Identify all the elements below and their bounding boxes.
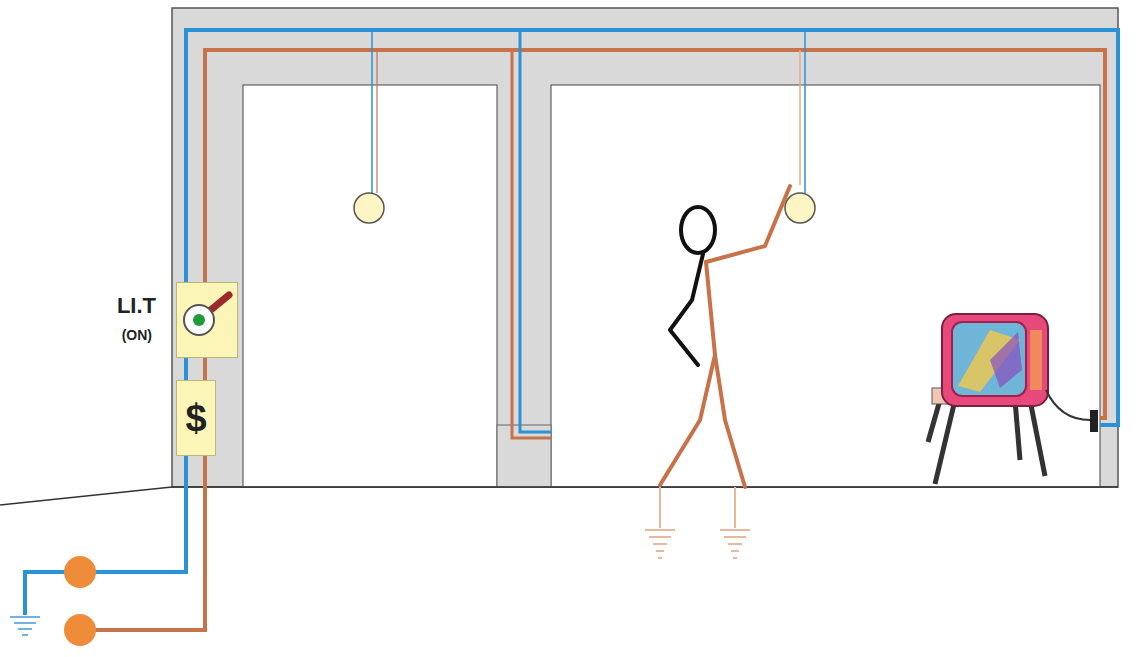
ground-line — [0, 487, 172, 505]
floor-line — [172, 486, 1118, 488]
left-room — [243, 85, 497, 487]
neutral-wire — [25, 30, 1118, 615]
branch-phase — [512, 50, 551, 438]
lamp — [354, 193, 384, 223]
right-room — [551, 85, 1100, 487]
breaker-box: LI.T(ON) — [176, 282, 238, 358]
house-wall — [172, 8, 1118, 487]
partition-base — [497, 425, 551, 487]
meter-symbol: $ — [185, 399, 206, 437]
terminal — [64, 556, 96, 588]
meter-box: $ — [176, 380, 216, 456]
lamp — [785, 193, 815, 223]
ground-symbol — [10, 617, 40, 635]
breaker-label: LI.T — [117, 293, 156, 319]
lamp-cord — [376, 50, 377, 193]
lamp-cord — [804, 30, 806, 193]
branch-neutral — [520, 30, 551, 432]
phase-wire — [80, 50, 1105, 630]
lamp-cord — [799, 50, 801, 185]
terminal — [64, 614, 96, 646]
lamp-cord — [371, 30, 373, 193]
switch-symbol — [177, 283, 239, 359]
state-label: (ON) — [122, 327, 152, 343]
television — [928, 314, 1098, 484]
person — [660, 186, 790, 487]
ground-symbol — [645, 487, 750, 558]
